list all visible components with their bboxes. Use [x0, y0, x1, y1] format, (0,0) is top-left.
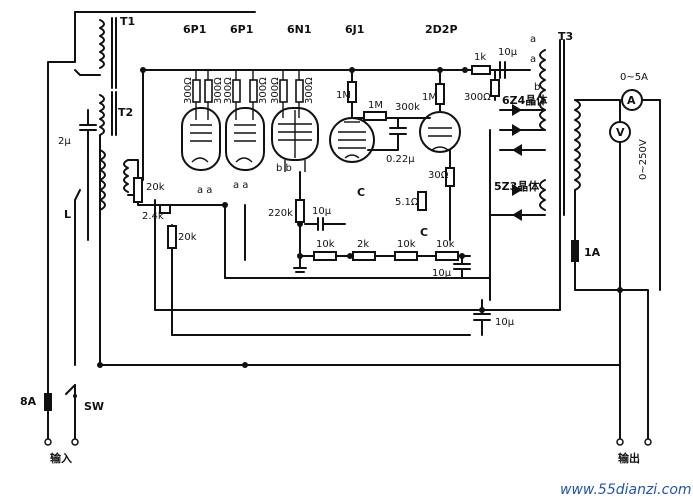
- r2k-label: 2k: [357, 239, 369, 250]
- tap-b-label: b: [534, 82, 540, 93]
- ammeter-range-label: 0~5A: [620, 72, 648, 83]
- diode-2: [512, 124, 522, 136]
- output-fuse-label: 1A: [584, 246, 601, 259]
- r20k-1-label: 20k: [146, 182, 165, 193]
- tube-4-label: 6J1: [345, 23, 364, 36]
- t2-coil: [99, 94, 105, 136]
- r1m-3-label: 1M: [422, 92, 437, 103]
- tube-6p1-b: [225, 102, 265, 171]
- tap-a-label: a: [530, 34, 536, 45]
- node-c2-label: C: [420, 226, 428, 239]
- r24k-label: 2.4k: [142, 211, 164, 222]
- r1m-1-label: 1M: [336, 90, 351, 101]
- tap-a2-label: a: [530, 54, 536, 65]
- tube-1-label: 6P1: [183, 23, 206, 36]
- input-terminal-1[interactable]: [44, 438, 52, 446]
- node-c-label: C: [357, 186, 365, 199]
- diode-6z4-label: 6Z4晶体: [502, 93, 548, 107]
- voltmeter: [609, 121, 631, 143]
- output-terminal-2[interactable]: [644, 438, 652, 446]
- inductor-label: L: [64, 208, 71, 221]
- tube-6n1: [271, 102, 319, 172]
- t2-label: T2: [118, 106, 133, 119]
- tube-row: 6P1 6P1 6N1 6J1 2D2P 300Ω 300Ω 300Ω 300Ω…: [142, 23, 466, 199]
- output-section: 1k 10μ 300Ω 6Z4晶体 5Z3晶体 T3 a a b c: [464, 30, 661, 465]
- watermark: www.55dianzi.com: [560, 482, 692, 498]
- left-resistors: 20k 2.4k 20k: [133, 177, 226, 249]
- junction-dots: [97, 67, 623, 368]
- diode-5z3-label: 5Z3晶体: [494, 179, 540, 193]
- cap-10u-2-label: 10μ: [432, 268, 452, 279]
- input-fuse: [44, 393, 52, 411]
- r30-label: 30Ω: [428, 170, 449, 181]
- input-terminal-2[interactable]: [71, 438, 79, 446]
- cap-10u-4-label: 10μ: [498, 47, 518, 58]
- r300k-label: 300k: [395, 102, 420, 113]
- r220k-label: 220k: [268, 208, 293, 219]
- input-section: 8A SW 输入 T1 T2 2μ L: [20, 11, 256, 465]
- r10k-3-label: 10k: [436, 239, 455, 250]
- r300-label: 300Ω: [464, 92, 491, 103]
- diode-1: [512, 104, 522, 116]
- voltmeter-range-label: 0~250V: [638, 139, 649, 180]
- t3-label: T3: [558, 30, 573, 43]
- mid-components: 1M 1M 300k 1M 0.22μ 30Ω 5.1Ω C 220k 10μ: [268, 69, 515, 336]
- aa-label-1: a a: [197, 185, 212, 196]
- cap-022-label: 0.22μ: [386, 154, 415, 165]
- r300-2-label: 300Ω: [213, 77, 224, 104]
- cap-10u-1-label: 10μ: [312, 206, 332, 217]
- input-fuse-label: 8A: [20, 395, 37, 408]
- switch-label: SW: [84, 400, 104, 413]
- tube-2-label: 6P1: [230, 23, 253, 36]
- diode-3: [512, 144, 522, 156]
- r51-label: 5.1Ω: [395, 197, 419, 208]
- cap-2u-label: 2μ: [58, 136, 71, 147]
- r1k-label: 1k: [474, 52, 486, 63]
- tap-c-label: c: [530, 96, 536, 107]
- r300-6-label: 300Ω: [304, 77, 315, 104]
- voltmeter-label: V: [616, 126, 625, 139]
- input-label: 输入: [50, 451, 72, 465]
- output-terminal-1[interactable]: [616, 438, 624, 446]
- ammeter-label: A: [627, 94, 636, 107]
- output-fuse: [571, 240, 579, 262]
- r300-1-label: 300Ω: [183, 77, 194, 104]
- tube-plate-resistors: 300Ω 300Ω 300Ω 300Ω 300Ω 300Ω: [183, 70, 315, 104]
- r300-4-label: 300Ω: [258, 77, 269, 104]
- t1-label: T1: [120, 15, 135, 28]
- t1-primary-coil: [99, 19, 105, 69]
- r300-5-label: 300Ω: [270, 77, 281, 104]
- bus-lines: [99, 199, 621, 366]
- bb-label: b b: [276, 163, 292, 174]
- r20k-2-label: 20k: [178, 232, 197, 243]
- tube-6j1: [329, 117, 375, 163]
- r1m-2-label: 1M: [368, 100, 383, 111]
- tube-5-label: 2D2P: [425, 23, 458, 36]
- diode-5: [512, 209, 522, 221]
- aa-label-2: a a: [233, 180, 248, 191]
- inductor-l: [99, 149, 106, 211]
- r10k-2-label: 10k: [397, 239, 416, 250]
- output-label: 输出: [618, 451, 640, 465]
- tube-3-label: 6N1: [287, 23, 312, 36]
- cap-10u-3-label: 10μ: [495, 317, 515, 328]
- r10k-1-label: 10k: [316, 239, 335, 250]
- tube-6p1-a: [181, 102, 221, 171]
- r300-3-label: 300Ω: [223, 77, 234, 104]
- diode-4: [512, 184, 522, 196]
